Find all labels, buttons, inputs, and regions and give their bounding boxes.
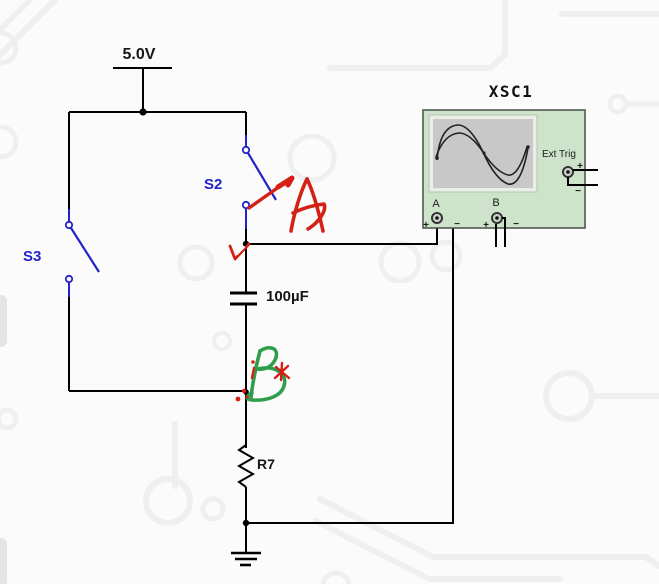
red-arrow-head [275,175,295,190]
channel-b-terminal[interactable] [491,212,503,224]
ext-trig-stub-wires [567,169,598,186]
channel-b-terminal-pin [495,216,499,220]
capacitor-100uf[interactable]: 100µF [230,288,309,306]
wire-network [68,68,454,553]
channel-a-terminal-ring [431,212,443,224]
red-star-stroke-3 [279,361,284,382]
channel-b-minus: − [513,219,519,230]
handwritten-letter-a [289,177,327,233]
s3-contact-bottom [64,274,74,284]
red-node-a-pointer [228,242,251,261]
channel-a-plus: + [423,220,429,231]
wire-node-a-to-scope [246,224,438,245]
channel-a-terminal[interactable] [431,212,443,224]
junction-dot-bottom [242,519,250,527]
capacitor-label: 100µF [266,288,309,305]
switch-s2[interactable]: S2 [204,135,277,229]
channel-b-plus: + [483,220,489,231]
s2-contact-bottom [241,200,251,210]
oscilloscope-label: XSC1 [489,82,534,101]
sine-wave-icon [435,124,530,185]
annotation-red-a [228,175,327,261]
ext-trig-label: Ext Trig [542,149,576,160]
red-node-a-pointer-gap [236,246,245,255]
power-source-vcc[interactable]: 5.0V [113,46,172,69]
power-source-label: 5.0V [123,46,156,63]
channel-a-terminal-pin [435,216,439,220]
annotation-red-marks-node-b [235,360,291,402]
ext-trig-terminal-pin [566,170,570,174]
switch-s3[interactable]: S3 [23,209,100,297]
resistor-label: R7 [257,456,275,472]
green-b-top-bowl [256,346,279,372]
switch-s2-label: S2 [204,176,222,193]
channel-a-minus: − [454,219,460,230]
resistor-r7[interactable]: R7 [236,444,275,488]
junction-dot-top [139,108,147,116]
ext-trig-minus: − [575,186,581,197]
s3-blade[interactable] [70,227,100,273]
ext-trig-plus: + [577,161,583,172]
channel-b-label: B [492,197,499,209]
switch-s3-label: S3 [23,248,41,265]
red-tick-mark [250,366,256,380]
resistor-zigzag [236,444,256,488]
s2-contact-top [241,145,251,155]
ground-symbol[interactable] [231,551,261,567]
channel-a-label: A [432,198,440,210]
s3-contact-top [64,220,74,230]
oscilloscope-xsc1[interactable]: XSC1 Ext Trig + − A [422,82,598,247]
channel-b-stub-wires [495,217,506,247]
